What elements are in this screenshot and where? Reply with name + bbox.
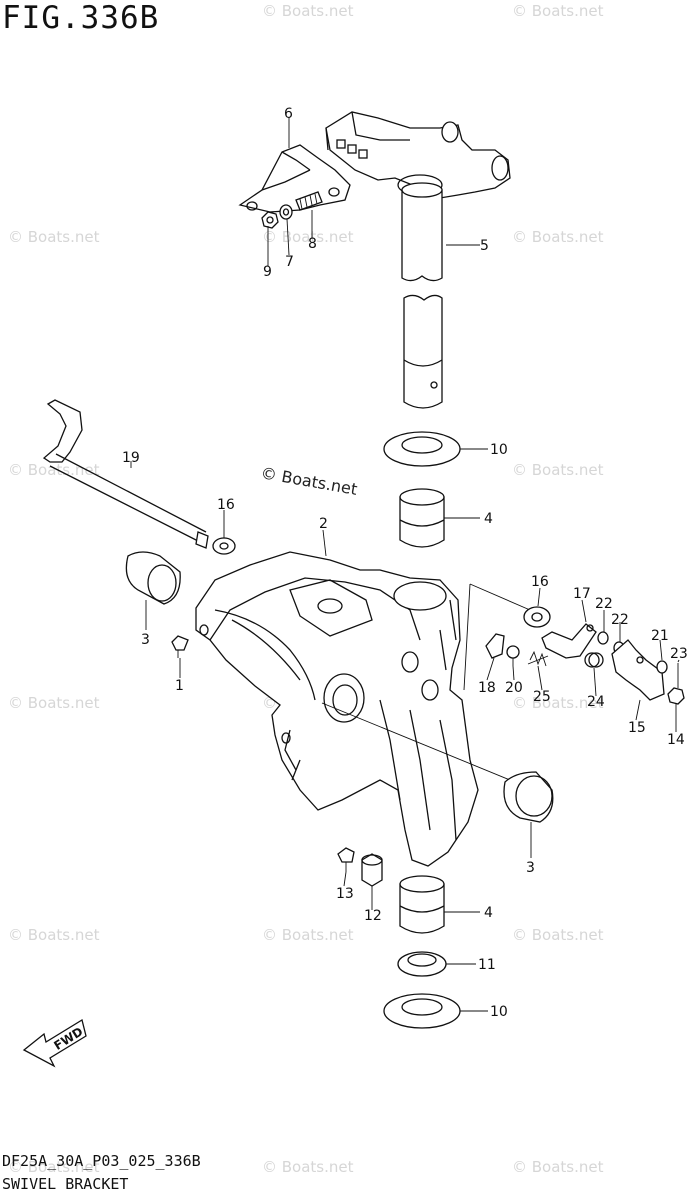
callout-4: 4 <box>484 511 493 527</box>
callout-1: 1 <box>175 678 184 694</box>
callout-18: 18 <box>478 680 496 696</box>
callout-20: 20 <box>505 680 523 696</box>
part-24-spring <box>584 652 604 668</box>
part-21-washer <box>656 660 668 674</box>
callout-5: 5 <box>480 238 489 254</box>
callout-9: 9 <box>263 264 272 280</box>
part-19-tilt-rod <box>42 399 209 549</box>
callout-8: 8 <box>308 236 317 252</box>
axis-line <box>321 702 511 781</box>
part-16-bushing-right <box>523 606 551 628</box>
watermark: © Boats.net <box>512 1158 604 1176</box>
callout-10: 10 <box>490 442 508 458</box>
callout-3: 3 <box>141 632 150 648</box>
callout-12: 12 <box>364 908 382 924</box>
callout-22: 22 <box>595 596 613 612</box>
callout-7: 7 <box>285 254 294 270</box>
part-15-lever-plate <box>611 639 665 701</box>
part-4-bushing-upper <box>399 488 445 548</box>
steering-bracket <box>325 111 511 199</box>
callout-14: 14 <box>667 732 685 748</box>
part-10-washer-lower <box>383 993 461 1029</box>
part-7-washer <box>279 204 293 220</box>
watermark: © Boats.net <box>262 926 354 944</box>
callout-19: 19 <box>122 450 140 466</box>
leader-lines <box>130 117 680 1012</box>
watermark: © Boats.net <box>8 926 100 944</box>
callout-13: 13 <box>336 886 354 902</box>
part-11-washer <box>397 951 447 977</box>
part-17-tilt-lever <box>541 623 597 659</box>
part-1-grease-nipple <box>171 635 189 658</box>
callout-22: 22 <box>611 612 629 628</box>
figure-name: SWIVEL BRACKET <box>2 1175 129 1193</box>
callout-3: 3 <box>526 860 535 876</box>
part-5-shaft-upper <box>401 182 443 282</box>
callout-24: 24 <box>587 694 605 710</box>
watermark: © Boats.net <box>512 461 604 479</box>
watermark-center: © Boats.net <box>259 463 358 499</box>
axis-line <box>463 583 531 691</box>
figure-code: DF25A_30A_P03_025_336B <box>2 1152 201 1170</box>
part-18-plate <box>485 633 505 659</box>
watermark: © Boats.net <box>512 694 604 712</box>
part-22-washer <box>597 631 609 645</box>
part-25-spring <box>527 650 549 667</box>
watermark: © Boats.net <box>262 2 354 20</box>
watermark: © Boats.net <box>8 1158 100 1176</box>
watermark: © Boats.net <box>8 228 100 246</box>
figure-title: FIG.336B <box>2 0 160 36</box>
callout-6: 6 <box>284 106 293 122</box>
part-12-collar <box>361 853 383 887</box>
watermark: © Boats.net <box>512 228 604 246</box>
part-9-nut <box>261 211 279 229</box>
callout-17: 17 <box>573 586 591 602</box>
callout-11: 11 <box>478 957 496 973</box>
part-14-nut <box>667 687 685 705</box>
part-4-bushing-lower <box>399 875 445 934</box>
fwd-arrow-icon: FWD <box>22 1018 87 1068</box>
watermark: © Boats.net <box>512 926 604 944</box>
callout-25: 25 <box>533 689 551 705</box>
part-13-bolt <box>337 847 355 872</box>
callout-2: 2 <box>319 516 328 532</box>
part-5-shaft-lower <box>403 294 443 409</box>
callout-4: 4 <box>484 905 493 921</box>
watermark: © Boats.net <box>8 694 100 712</box>
watermark: © Boats.net <box>262 1158 354 1176</box>
watermark: © Boats.net <box>512 2 604 20</box>
callout-16: 16 <box>531 574 549 590</box>
part-8-stud <box>295 191 323 211</box>
callout-23: 23 <box>670 646 688 662</box>
watermark: © Boats.net <box>262 228 354 246</box>
part-16-bushing-left <box>212 537 236 555</box>
callout-21: 21 <box>651 628 669 644</box>
part-6-clamp-bracket <box>238 144 351 213</box>
callouts: 1 2 3 3 4 4 5 6 7 8 9 10 10 11 12 13 14 … <box>122 106 688 1020</box>
part-3-bushing-right <box>503 771 554 823</box>
callout-10: 10 <box>490 1004 508 1020</box>
part-3-bushing-left <box>125 551 181 605</box>
part-20-bolt <box>506 645 520 666</box>
callout-16: 16 <box>217 497 235 513</box>
callout-15: 15 <box>628 720 646 736</box>
part-10-washer-upper <box>383 431 461 467</box>
